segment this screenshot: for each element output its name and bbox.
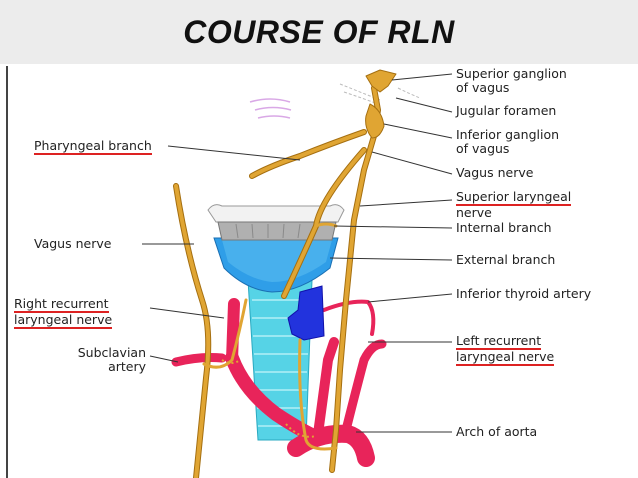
internal-branch — [314, 222, 338, 228]
left-border — [6, 66, 8, 478]
left-common-carotid-artery — [313, 337, 339, 439]
left-vagus-nerve — [330, 86, 380, 472]
label-inferior-ganglion: Inferior ganglion of vagus — [456, 127, 560, 156]
slide-title: COURSE OF RLN — [183, 14, 455, 50]
hyoid-cartilage — [207, 204, 345, 241]
foramen-hint — [339, 83, 421, 105]
label-vagus-nerve-right: Vagus nerve — [34, 236, 112, 251]
label-external-branch: External branch — [456, 252, 556, 267]
superior-ganglion — [365, 69, 397, 93]
inferior-thyroid-artery — [287, 285, 325, 341]
leader-lines — [142, 73, 453, 433]
skull-base-hint — [249, 98, 292, 119]
label-arch-of-aorta: Arch of aorta — [456, 424, 538, 439]
left-subclavian-artery — [341, 339, 387, 435]
label-jugular-foramen: Jugular foramen — [456, 103, 557, 118]
title-bar — [0, 0, 638, 64]
pharyngeal-branch — [250, 130, 366, 178]
label-inferior-thyroid-artery: Inferior thyroid artery — [456, 286, 592, 301]
left-recurrent-laryngeal-nerve — [298, 338, 338, 451]
inferior-ganglion — [365, 103, 385, 139]
larynx — [213, 237, 339, 293]
crossing-hints — [221, 359, 317, 438]
label-superior-laryngeal-nerve: Superior laryngeal nerve — [456, 189, 572, 220]
label-left-recurrent-laryngeal-nerve: Left recurrent laryngeal nerve — [456, 333, 555, 366]
label-vagus-nerve-left: Vagus nerve — [456, 165, 534, 180]
label-superior-ganglion: Superior ganglion of vagus — [456, 66, 567, 95]
right-vagus-nerve — [174, 184, 211, 478]
label-internal-branch: Internal branch — [456, 220, 552, 235]
label-subclavian-artery: Subclavian artery — [77, 345, 146, 374]
brachiocephalic-trunk — [225, 351, 325, 445]
arch-of-aorta — [287, 424, 375, 467]
label-right-recurrent-laryngeal-nerve: Right recurrent laryngeal nerve — [14, 296, 113, 329]
right-recurrent-laryngeal-nerve — [202, 298, 248, 369]
left-inferior-thyroid-artery — [322, 299, 376, 336]
label-pharyngeal-branch: Pharyngeal branch — [34, 138, 152, 155]
arteries — [171, 298, 387, 467]
nerves — [173, 69, 397, 478]
right-subclavian-artery — [171, 353, 227, 367]
right-common-carotid-artery — [226, 298, 240, 366]
